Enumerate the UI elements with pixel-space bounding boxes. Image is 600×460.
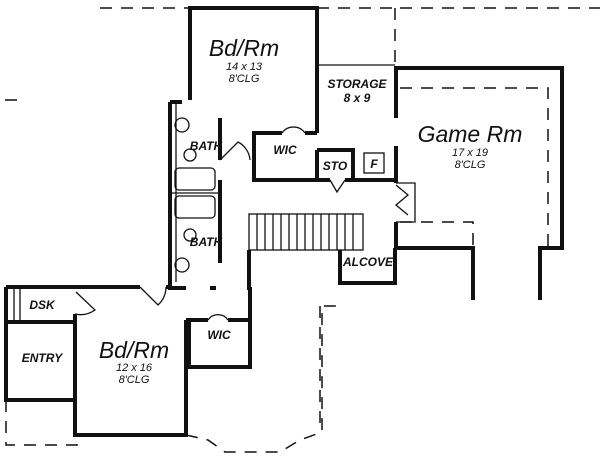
room-game-room: Game Rm 17 x 19 8'CLG <box>418 121 523 171</box>
room-ceiling: 8'CLG <box>119 374 150 386</box>
room-size: 12 x 16 <box>116 362 153 374</box>
room-desk: DSK <box>29 298 56 312</box>
room-wic-lower: WIC <box>207 328 231 342</box>
room-name: Game Rm <box>418 121 523 147</box>
room-sto: STO <box>323 159 348 173</box>
room-bath-lower: BATH <box>190 235 223 249</box>
room-ceiling: 8'CLG <box>455 159 486 171</box>
room-bath-upper: BATH <box>190 139 223 153</box>
room-bedroom-upper: Bd/Rm 14 x 13 8'CLG <box>209 35 279 85</box>
lower-level-outline <box>5 7 600 453</box>
room-name: Bd/Rm <box>99 337 169 363</box>
room-wic-upper: WIC <box>273 143 297 157</box>
stair-treads <box>256 214 354 250</box>
room-alcove: ALCOVE <box>342 255 394 269</box>
room-bedroom-lower: Bd/Rm 12 x 16 8'CLG <box>99 337 169 386</box>
room-name: Bd/Rm <box>209 35 279 61</box>
room-storage-size: 8 x 9 <box>344 91 371 105</box>
walls <box>4 6 564 437</box>
room-storage-name: STORAGE <box>327 77 387 91</box>
room-size: 17 x 19 <box>452 147 488 159</box>
room-ceiling: 8'CLG <box>229 73 260 85</box>
room-entry: ENTRY <box>22 351 63 365</box>
room-size: 14 x 13 <box>226 61 263 73</box>
room-furnace: F <box>370 157 378 171</box>
